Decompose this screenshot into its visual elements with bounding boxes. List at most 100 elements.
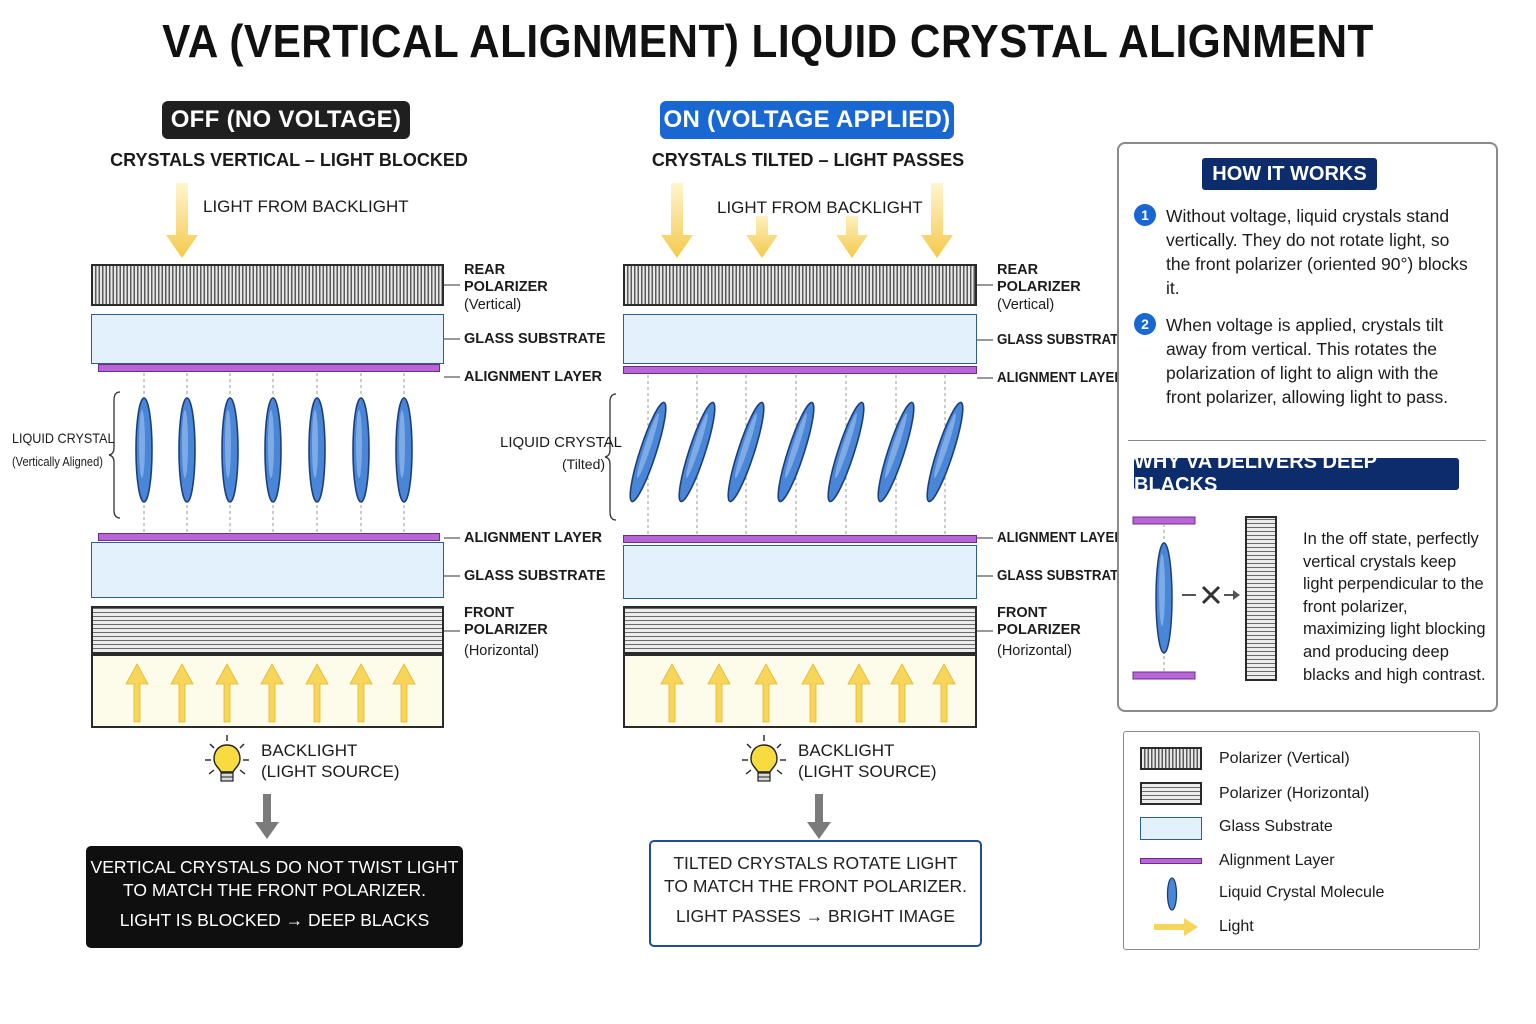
on-light-down-arrow	[746, 210, 778, 258]
on-light-up-arrow	[801, 663, 825, 723]
off-front-polarizer-label: FRONT POLARIZER	[464, 605, 548, 638]
step-2-text: When voltage is applied, crystals tilt a…	[1166, 315, 1449, 407]
on-result-box: TILTED CRYSTALS ROTATE LIGHT TO MATCH TH…	[649, 840, 982, 947]
legend-polarizer-horizontal-swatch	[1140, 782, 1202, 805]
on-light-up-arrow	[847, 663, 871, 723]
on-lc-bracket	[604, 393, 617, 521]
on-result-line1: TILTED CRYSTALS ROTATE LIGHT	[673, 853, 958, 873]
on-front-polarizer-note: (Horizontal)	[997, 643, 1072, 659]
on-backlight-box	[623, 654, 977, 728]
on-crystal-molecule	[678, 401, 716, 503]
on-glass-bottom-label: GLASS SUBSTRATE	[997, 568, 1128, 584]
off-bulb-icon	[205, 735, 249, 782]
on-backlight-label: BACKLIGHT (LIGHT SOURCE)	[798, 741, 937, 781]
on-light-down-arrow	[836, 210, 868, 258]
off-light-label: LIGHT FROM BACKLIGHT	[203, 197, 409, 216]
on-crystal-molecule	[827, 401, 865, 503]
off-light-up-arrow	[170, 663, 194, 723]
panel-divider	[1128, 440, 1486, 441]
legend-light-arrow-icon	[1154, 918, 1198, 936]
legend-crystal-icon	[1166, 877, 1178, 911]
why-va-text: In the off state, perfectly vertical cry…	[1303, 530, 1486, 684]
on-light-up-arrow	[890, 663, 914, 723]
off-leader-lines	[444, 284, 460, 632]
legend-polarizer-vertical-swatch	[1140, 747, 1202, 770]
off-backlight-label: BACKLIGHT (LIGHT SOURCE)	[261, 741, 400, 781]
on-crystal-molecule	[727, 401, 765, 503]
step-2-badge: 2	[1134, 313, 1156, 335]
on-light-down-arrow	[661, 183, 693, 258]
legend-glass-substrate: Glass Substrate	[1219, 818, 1333, 835]
off-result-box: VERTICAL CRYSTALS DO NOT TWIST LIGHT TO …	[86, 846, 463, 948]
on-lc-label: LIQUID CRYSTAL	[500, 434, 622, 451]
off-glass-substrate-bottom	[91, 542, 444, 598]
off-glass-top-label: GLASS SUBSTRATE	[464, 331, 606, 347]
on-alignment-layer-bottom	[623, 535, 977, 543]
off-rear-polarizer-label: REAR POLARIZER	[464, 262, 548, 295]
on-light-up-arrow	[707, 663, 731, 723]
off-incoming-light-arrow	[166, 183, 198, 258]
off-crystal-molecule	[135, 397, 153, 503]
legend-liquid-crystal: Liquid Crystal Molecule	[1219, 884, 1385, 901]
legend-alignment-swatch	[1140, 858, 1202, 864]
info-panel	[1117, 142, 1498, 712]
off-backlight-box	[91, 654, 444, 728]
on-leader-lines	[977, 284, 993, 632]
off-glass-bottom-label: GLASS SUBSTRATE	[464, 568, 606, 584]
legend-polarizer-vertical: Polarizer (Vertical)	[1219, 750, 1350, 767]
off-alignment-layer-bottom	[98, 533, 440, 541]
off-down-arrow	[255, 794, 279, 839]
off-lc-bracket	[108, 391, 121, 519]
off-crystal-molecule	[395, 397, 413, 503]
step-1-text: Without voltage, liquid crystals stand v…	[1166, 206, 1468, 298]
why-va-title: WHY VA DELIVERS DEEP BLACKS	[1134, 451, 1459, 496]
on-align-bottom-label: ALIGNMENT LAYER	[997, 530, 1124, 546]
on-light-up-arrow	[754, 663, 778, 723]
on-lc-note: (Tilted)	[562, 456, 606, 472]
on-light-up-arrow	[660, 663, 684, 723]
off-alignment-layer-top	[98, 364, 440, 372]
off-glass-substrate-top	[91, 314, 444, 364]
on-light-down-arrow	[921, 183, 953, 258]
deep-black-illustration	[1132, 516, 1277, 681]
off-align-bottom-label: ALIGNMENT LAYER	[464, 530, 603, 546]
off-result-line3: LIGHT IS BLOCKED → DEEP BLACKS	[119, 910, 430, 930]
legend-alignment-layer: Alignment Layer	[1219, 852, 1335, 869]
on-glass-substrate-bottom	[623, 545, 977, 599]
on-glass-substrate-top	[623, 314, 977, 364]
off-light-up-arrow	[125, 663, 149, 723]
off-light-up-arrow	[392, 663, 416, 723]
off-result-line1: VERTICAL CRYSTALS DO NOT TWIST LIGHT	[90, 857, 459, 877]
page-title: VA (VERTICAL ALIGNMENT) LIQUID CRYSTAL A…	[162, 15, 1374, 67]
on-light-up-arrow	[932, 663, 956, 723]
on-rear-polarizer	[623, 264, 977, 306]
off-crystal-molecule	[221, 397, 239, 503]
off-light-up-arrow	[305, 663, 329, 723]
off-rear-polarizer	[91, 264, 444, 306]
legend-polarizer-horizontal: Polarizer (Horizontal)	[1219, 785, 1370, 802]
off-lc-label: LIQUID CRYSTAL	[12, 430, 115, 446]
on-down-arrow	[807, 794, 831, 839]
on-rear-polarizer-label: REAR POLARIZER	[997, 262, 1081, 295]
on-front-polarizer-label: FRONT POLARIZER	[997, 605, 1081, 638]
on-rear-polarizer-note: (Vertical)	[997, 297, 1055, 313]
off-light-up-arrow	[215, 663, 239, 723]
off-rear-polarizer-note: (Vertical)	[464, 297, 522, 313]
on-light-label: LIGHT FROM BACKLIGHT	[715, 198, 925, 217]
off-align-top-label: ALIGNMENT LAYER	[464, 369, 603, 385]
off-crystal-molecule	[352, 397, 370, 503]
on-crystal-molecule	[629, 401, 667, 503]
on-crystal-molecule	[926, 401, 964, 503]
off-light-up-arrow	[260, 663, 284, 723]
off-crystal-molecule	[308, 397, 326, 503]
on-result-line2: TO MATCH THE FRONT POLARIZER.	[663, 876, 968, 896]
on-subtitle: CRYSTALS TILTED – LIGHT PASSES	[651, 150, 965, 170]
how-it-works-title: HOW IT WORKS	[1202, 158, 1377, 190]
on-state-header: ON (VOLTAGE APPLIED)	[660, 101, 954, 139]
on-front-polarizer	[623, 606, 977, 654]
off-front-polarizer	[91, 606, 444, 654]
